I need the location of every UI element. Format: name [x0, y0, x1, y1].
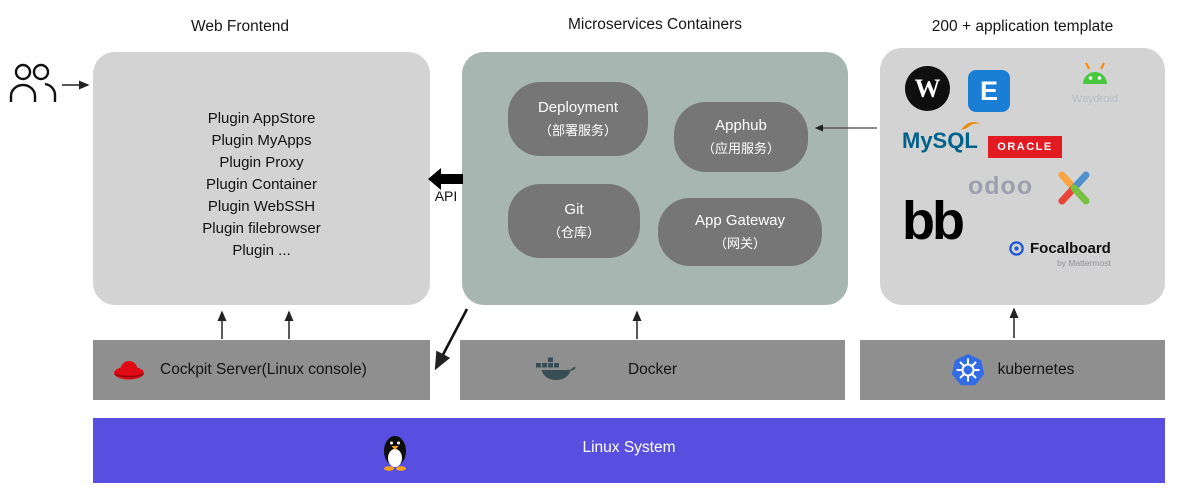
mysql-text: MySQL [902, 128, 978, 153]
espocrm-logo: E [968, 70, 1010, 112]
service-deployment: Deployment （部署服务） [508, 82, 648, 156]
service-name-zh: （网关） [713, 236, 766, 251]
api-arrow [428, 168, 463, 190]
mysql-logo: MySQL [902, 122, 981, 154]
web-frontend-title: Web Frontend [191, 18, 289, 35]
plugin-item: Plugin Container [206, 176, 317, 193]
joomla-icon [1052, 164, 1096, 212]
plugin-item: Plugin AppStore [207, 110, 316, 127]
templates-box: W E Waydroid MySQL [880, 48, 1165, 305]
plugin-item: Plugin filebrowser [202, 220, 321, 237]
kubernetes-icon [951, 353, 985, 387]
docker-icon [532, 354, 576, 386]
plugin-item: Plugin ... [232, 242, 291, 259]
wordpress-letter: W [914, 73, 941, 103]
docker-bar: Docker [460, 340, 845, 400]
tux-penguin-icon [380, 431, 410, 471]
docker-label: Docker [627, 361, 678, 378]
plugin-list: Plugin AppStore Plugin MyApps Plugin Pro… [93, 52, 430, 262]
redhat-icon [111, 357, 147, 383]
focalboard-subtext: by Mattermost [1057, 258, 1111, 268]
waydroid-label: Waydroid [1071, 93, 1119, 105]
plugin-item: Plugin MyApps [211, 132, 312, 149]
mysql-dolphin-icon [960, 120, 982, 132]
service-name: Apphub [715, 117, 767, 134]
service-name: Deployment [537, 99, 619, 116]
focalboard-text: Focalboard [1030, 240, 1111, 257]
service-git: Git （仓库） [508, 184, 640, 258]
oracle-text: ORACLE [997, 141, 1053, 153]
service-apphub: Apphub （应用服务） [674, 102, 808, 172]
cockpit-label: Cockpit Server(Linux console) [160, 361, 367, 378]
service-name: App Gateway [694, 212, 786, 229]
espocrm-letter: E [979, 75, 998, 106]
cockpit-bar: Cockpit Server(Linux console) [93, 340, 430, 400]
plugin-item: Plugin WebSSH [207, 198, 316, 215]
kubernetes-label: kubernetes [997, 361, 1075, 378]
api-label: API [434, 188, 458, 204]
odoo-text: odoo [968, 172, 1034, 200]
microservices-title: Microservices Containers [568, 16, 742, 33]
web-frontend-box: Plugin AppStore Plugin MyApps Plugin Pro… [93, 52, 430, 305]
waydroid-logo: Waydroid [1058, 60, 1132, 105]
templates-title: 200 + application template [931, 18, 1114, 35]
bigbluebutton-logo: bb [902, 191, 965, 251]
service-name-zh: （仓库） [547, 225, 600, 240]
service-app-gateway: App Gateway （网关） [658, 198, 822, 266]
focalboard-icon [1008, 240, 1025, 257]
odoo-logo: odoo [968, 172, 1033, 201]
wordpress-logo: W [905, 66, 950, 111]
plugin-item: Plugin Proxy [219, 154, 304, 171]
kubernetes-bar: kubernetes [860, 340, 1165, 400]
service-name-zh: （部署服务） [538, 123, 617, 138]
users-icon [8, 62, 58, 109]
linux-system-label: Linux System [582, 439, 676, 456]
service-name: Git [564, 201, 584, 218]
bigbluebutton-text: bb [902, 191, 965, 251]
focalboard-logo: Focalboard by Mattermost [1008, 240, 1111, 268]
microservices-box: Deployment （部署服务） Apphub （应用服务） Git （仓库）… [462, 52, 848, 305]
oracle-logo: ORACLE [988, 136, 1062, 158]
service-name-zh: （应用服务） [701, 141, 780, 156]
waydroid-icon [1078, 60, 1112, 86]
linux-system-bar: Linux System [93, 418, 1165, 483]
